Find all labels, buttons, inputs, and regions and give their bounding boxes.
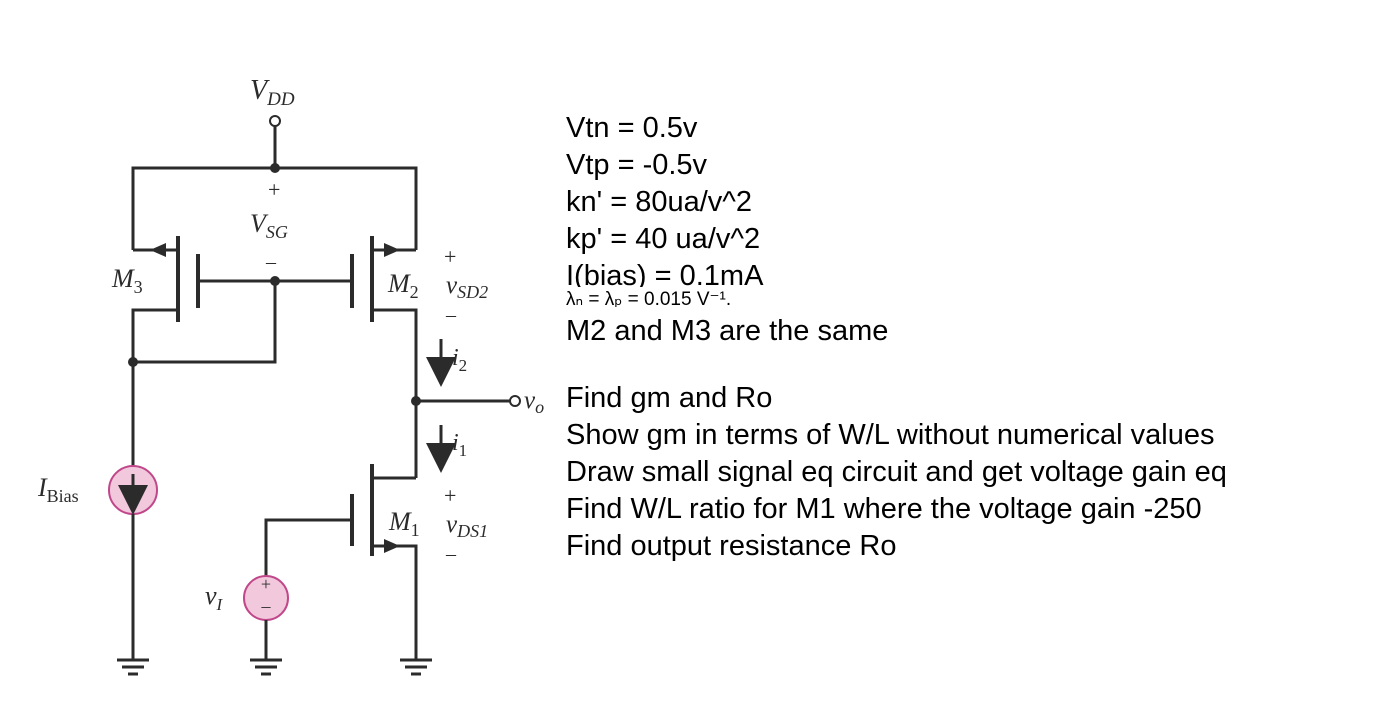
- task-4: Find W/L ratio for M1 where the voltage …: [566, 493, 1202, 525]
- vdd-terminal: [269, 115, 281, 173]
- vo-label: vo: [524, 387, 544, 417]
- vsg-label: VSG: [250, 209, 288, 242]
- vsd2-label: vSD2: [446, 272, 488, 302]
- vdd-label: VDD: [250, 75, 295, 110]
- top-rail: [131, 166, 418, 250]
- ground-icon: [117, 658, 149, 676]
- param-lambda: λₙ = λₚ = 0.015 V⁻¹.: [566, 289, 732, 310]
- vsd2-plus: +: [444, 244, 456, 269]
- vds1-label: vDS1: [446, 511, 488, 541]
- param-ibias: I(bias) = 0.1mA: [566, 260, 764, 287]
- vi-plus: +: [261, 574, 271, 594]
- transistor-m2: [350, 236, 418, 478]
- ground-icon: [400, 658, 432, 676]
- vds1-plus: +: [444, 483, 456, 508]
- vi-label: vI: [205, 581, 224, 614]
- i2-label: i2: [452, 345, 467, 375]
- ibias-label: IBias: [37, 473, 79, 506]
- param-kp: kp' = 40 ua/v^2: [566, 223, 761, 255]
- vsd2-minus: –: [445, 304, 457, 326]
- ibias-source: [108, 362, 158, 660]
- vsg-plus: +: [268, 177, 280, 202]
- vds1-minus: –: [445, 543, 457, 565]
- task-5: Find output resistance Ro: [566, 530, 897, 562]
- transistor-m3: [131, 236, 200, 362]
- task-2: Show gm in terms of W/L without numerica…: [566, 419, 1215, 451]
- task-1: Find gm and Ro: [566, 382, 773, 414]
- vi-source: + –: [243, 574, 289, 660]
- param-vtn: Vtn = 0.5v: [566, 112, 698, 144]
- gate-bus: [128, 276, 352, 367]
- m3-label: M3: [111, 264, 143, 297]
- note-same: M2 and M3 are the same: [566, 315, 889, 347]
- param-kn: kn' = 80ua/v^2: [566, 186, 753, 218]
- vsg-minus: –: [265, 251, 277, 273]
- circuit-schematic: + – VDD + VSG – M3 M2 M1 + vSD2 – i2 i1 …: [37, 75, 544, 676]
- param-vtp: Vtp = -0.5v: [566, 149, 708, 181]
- i1-label: i1: [452, 430, 467, 460]
- task-3: Draw small signal eq circuit and get vol…: [566, 456, 1227, 488]
- vi-minus: –: [261, 596, 272, 616]
- m1-label: M1: [388, 507, 420, 540]
- ground-icon: [250, 658, 282, 676]
- output-node: [411, 395, 521, 407]
- m2-label: M2: [387, 269, 419, 302]
- problem-notes: Vtn = 0.5v Vtp = -0.5v kn' = 80ua/v^2 kp…: [566, 110, 1227, 565]
- transistor-m1: [264, 464, 418, 660]
